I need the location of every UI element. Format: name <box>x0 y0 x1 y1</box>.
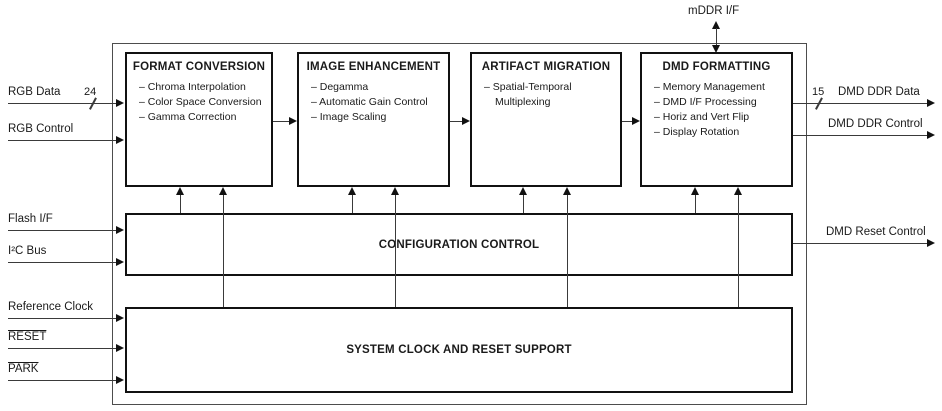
block-item: – Horiz and Vert Flip <box>654 111 750 123</box>
reference-clock-label: Reference Clock <box>8 301 94 313</box>
arrowhead-right-icon <box>927 131 935 139</box>
block-item: – Image Scaling <box>311 111 387 123</box>
chip-boundary-box <box>112 43 807 405</box>
arrowhead-right-icon <box>927 239 935 247</box>
i2c-bus-label: I²C Bus <box>8 245 47 257</box>
dmd-ddr-data-bus-width: 15 <box>812 86 825 98</box>
i2c-bus-line <box>8 262 116 263</box>
dmd-reset-control-label: DMD Reset Control <box>826 226 926 238</box>
arrowhead-right-icon <box>116 344 124 352</box>
block-format-conversion: FORMAT CONVERSION – Chroma Interpolation… <box>125 52 273 187</box>
arrowhead-up-icon <box>691 187 699 195</box>
arrowhead-up-icon <box>391 187 399 195</box>
arrowhead-right-icon <box>927 99 935 107</box>
reference-clock-line <box>8 318 116 319</box>
mddr-if-label: mDDR I/F <box>688 5 740 17</box>
flash-if-line <box>8 230 116 231</box>
arrowhead-right-icon <box>116 136 124 144</box>
mddr-arrowhead-up-icon <box>712 21 720 29</box>
arrowhead-right-icon <box>632 117 640 125</box>
clock-to-block-line <box>395 195 396 307</box>
park-label: PARK <box>8 363 39 375</box>
dmd-reset-control-line <box>793 243 927 244</box>
block-item: – Color Space Conversion <box>139 96 262 108</box>
config-to-block-line <box>695 195 696 213</box>
connector-artifact-to-dmd <box>622 121 632 122</box>
block-artifact-migration: ARTIFACT MIGRATION – Spatial-Temporal Mu… <box>470 52 622 187</box>
rgb-data-line <box>8 103 116 104</box>
block-title: CONFIGURATION CONTROL <box>378 238 540 251</box>
arrowhead-right-icon <box>116 258 124 266</box>
block-item: – Display Rotation <box>654 126 740 138</box>
mddr-arrowhead-down-icon <box>712 45 720 53</box>
arrowhead-up-icon <box>563 187 571 195</box>
arrowhead-right-icon <box>289 117 297 125</box>
block-dmd-formatting: DMD FORMATTING – Memory Management – DMD… <box>640 52 793 187</box>
clock-to-block-line <box>223 195 224 307</box>
connector-format-to-enhancement <box>273 121 289 122</box>
clock-to-block-line <box>567 195 568 307</box>
block-image-enhancement: IMAGE ENHANCEMENT – Degamma – Automatic … <box>297 52 450 187</box>
block-title: IMAGE ENHANCEMENT <box>306 61 441 73</box>
arrowhead-right-icon <box>462 117 470 125</box>
config-to-block-line <box>352 195 353 213</box>
block-item: – Degamma <box>311 81 369 93</box>
block-item: – Spatial-Temporal Multiplexing <box>484 81 572 108</box>
dmd-ddr-data-label: DMD DDR Data <box>838 86 920 98</box>
clock-to-block-line <box>738 195 739 307</box>
block-item: – DMD I/F Processing <box>654 96 757 108</box>
arrowhead-up-icon <box>176 187 184 195</box>
flash-if-label: Flash I/F <box>8 213 53 225</box>
park-line <box>8 380 116 381</box>
rgb-data-bus-width: 24 <box>84 86 97 98</box>
arrowhead-right-icon <box>116 99 124 107</box>
config-to-block-line <box>180 195 181 213</box>
rgb-control-line <box>8 140 116 141</box>
block-item: – Automatic Gain Control <box>311 96 428 108</box>
reset-line <box>8 348 116 349</box>
arrowhead-right-icon <box>116 226 124 234</box>
arrowhead-up-icon <box>519 187 527 195</box>
arrowhead-up-icon <box>348 187 356 195</box>
block-title: ARTIFACT MIGRATION <box>481 61 611 73</box>
arrowhead-up-icon <box>219 187 227 195</box>
block-configuration-control: CONFIGURATION CONTROL <box>125 213 793 276</box>
block-item: – Gamma Correction <box>139 111 237 123</box>
block-title: FORMAT CONVERSION <box>132 61 266 73</box>
block-title: SYSTEM CLOCK AND RESET SUPPORT <box>346 344 572 356</box>
block-title: DMD FORMATTING <box>662 61 771 73</box>
dmd-ddr-control-line <box>793 135 927 136</box>
block-system-clock-reset: SYSTEM CLOCK AND RESET SUPPORT <box>125 307 793 393</box>
arrowhead-right-icon <box>116 314 124 322</box>
dmd-ddr-data-line <box>793 103 927 104</box>
config-to-block-line <box>523 195 524 213</box>
arrowhead-up-icon <box>734 187 742 195</box>
dmd-ddr-control-label: DMD DDR Control <box>828 118 923 130</box>
block-item: – Memory Management <box>654 81 765 93</box>
mddr-if-line <box>716 28 717 45</box>
reset-label: RESET <box>8 331 47 343</box>
rgb-data-label: RGB Data <box>8 86 61 98</box>
arrowhead-right-icon <box>116 376 124 384</box>
connector-enhancement-to-artifact <box>450 121 462 122</box>
rgb-control-label: RGB Control <box>8 123 74 135</box>
block-item: – Chroma Interpolation <box>139 81 246 93</box>
